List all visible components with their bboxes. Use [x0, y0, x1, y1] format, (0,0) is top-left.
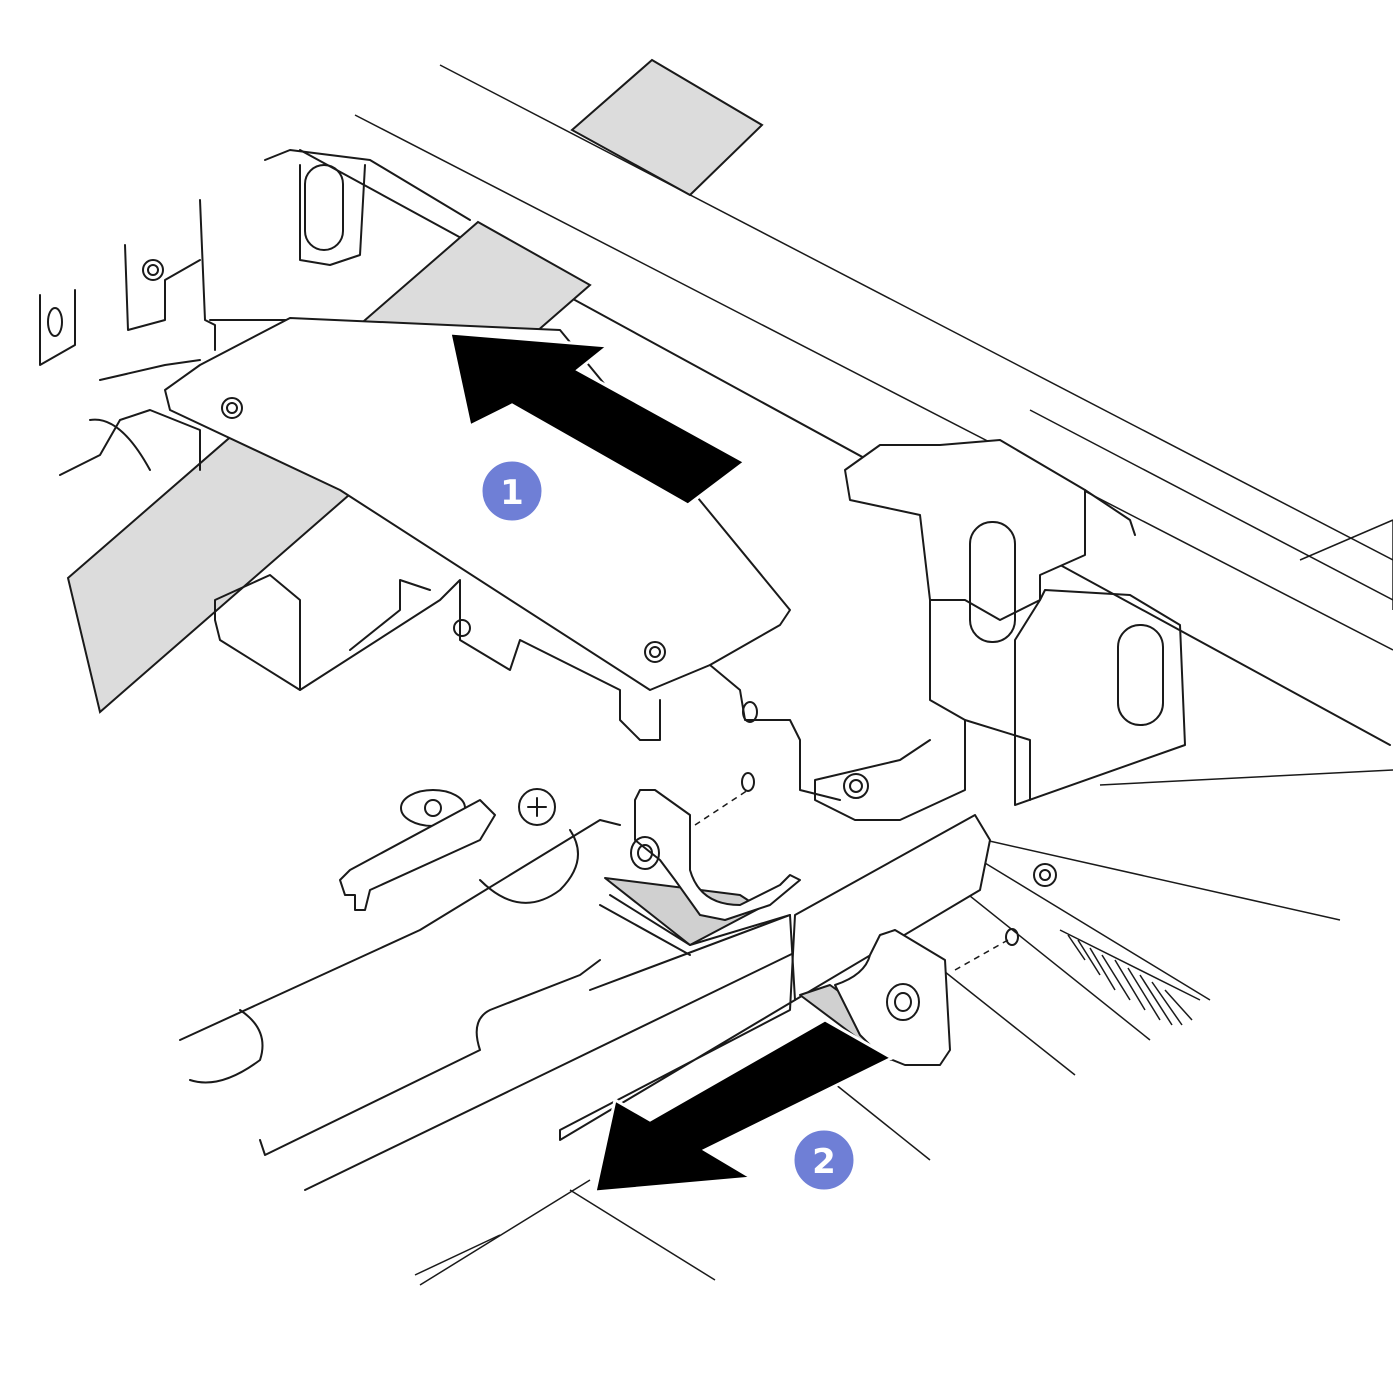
step-1-badge [479, 458, 545, 524]
alignment-line-2 [954, 939, 1009, 971]
step-2-label: 2 [812, 1142, 836, 1182]
floor-lines [414, 769, 1393, 1286]
alignment-line-1 [694, 789, 749, 826]
cable-guide [179, 788, 801, 1191]
hatched-area [1067, 934, 1193, 1026]
step-2-badge [791, 1127, 857, 1193]
chassis-holes [741, 701, 1057, 946]
io-board [59, 317, 841, 801]
step-1-label: 1 [500, 473, 524, 513]
bracket-left [604, 789, 801, 946]
pull-arrow-icon [593, 1018, 896, 1194]
step-1-callout: 1 [479, 458, 545, 524]
top-gray-band [570, 58, 764, 197]
right-bracket-assembly [814, 439, 1186, 821]
push-arrow-icon [448, 331, 748, 507]
step-2-callout: 2 [791, 1127, 857, 1193]
center-rail [559, 814, 991, 1141]
